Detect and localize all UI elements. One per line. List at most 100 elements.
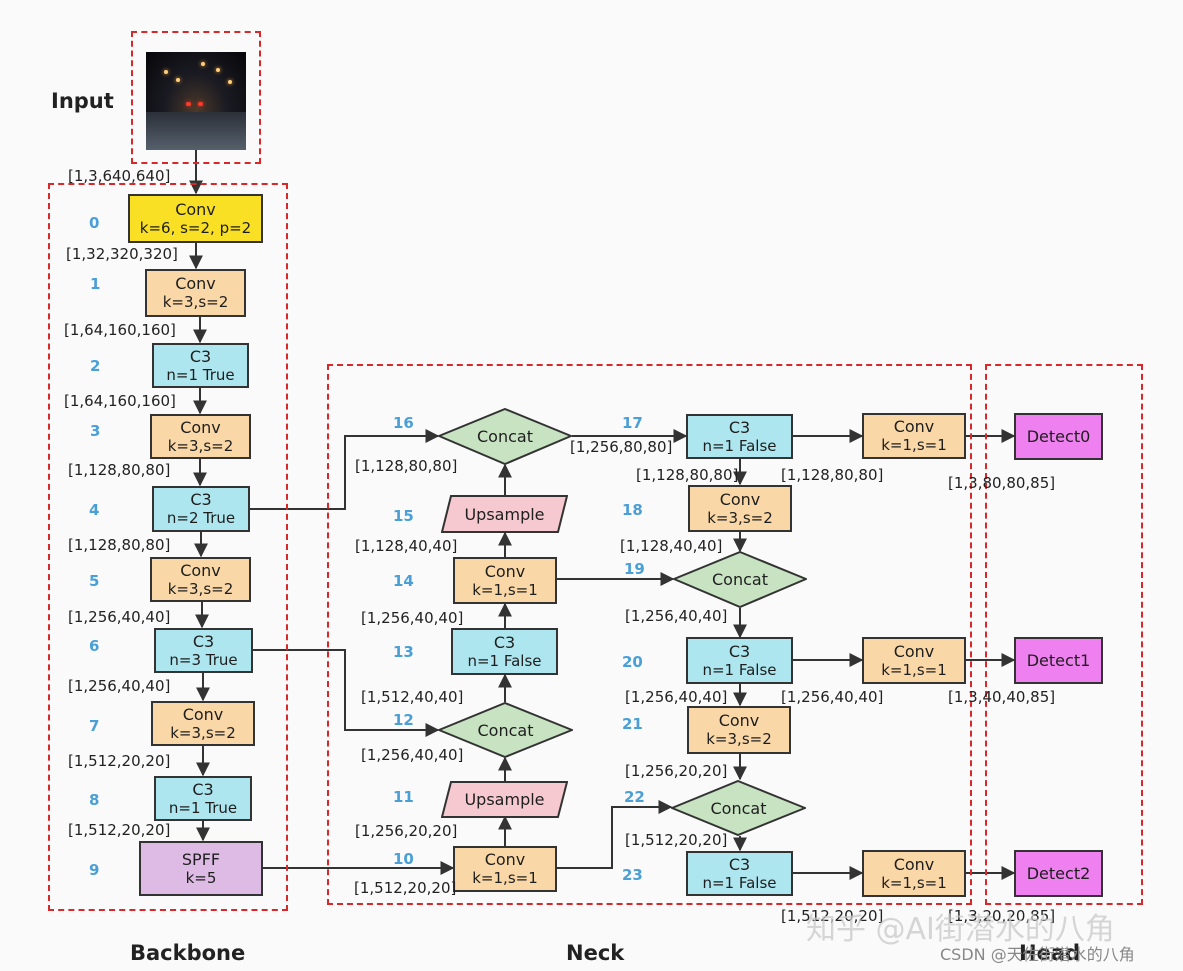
- input-region: [131, 31, 261, 164]
- index-6: 6: [89, 637, 100, 655]
- detect1-title: Detect1: [1026, 651, 1091, 670]
- dim-n21: [1,256,20,20]: [625, 762, 728, 780]
- concat-block-12-shape: [438, 702, 573, 758]
- concat-block-16-shape: [438, 408, 572, 465]
- index-20: 20: [622, 653, 643, 671]
- concat-block-12: Concat: [438, 702, 573, 758]
- index-2: 2: [90, 357, 101, 375]
- index-18: 18: [622, 501, 643, 519]
- dim-input: [1,3,640,640]: [68, 167, 171, 185]
- conv-block-0-title: Conv: [175, 199, 216, 219]
- dim-d1: [1,3,40,40,85]: [948, 688, 1056, 706]
- conv-block-5-params: k=3,s=2: [167, 579, 234, 598]
- conv-block-18: Conv k=3,s=2: [688, 485, 792, 532]
- arrow-10-22: [557, 800, 673, 869]
- index-4: 4: [89, 501, 100, 519]
- c3-block-13: C3 n=1 False: [451, 628, 558, 675]
- conv-block-21: Conv k=3,s=2: [687, 706, 791, 754]
- input-image: [146, 52, 246, 150]
- c3-block-17-title: C3: [728, 417, 751, 437]
- detect0-block: Detect0: [1014, 413, 1103, 460]
- input-title: Input: [51, 89, 114, 113]
- conv-block-5: Conv k=3,s=2: [150, 557, 251, 602]
- dim-h1: [1,256,40,40]: [781, 688, 884, 706]
- zhihu-watermark: 知乎 @AI街潜水的八角: [806, 912, 1115, 947]
- dim-n19: [1,256,40,40]: [625, 607, 728, 625]
- conv-block-7: Conv k=3,s=2: [151, 701, 255, 746]
- conv-block-10-params: k=1,s=1: [472, 869, 538, 887]
- head-conv-0-params: k=1,s=1: [881, 436, 947, 454]
- dim-h2: [1,512,20,20]: [781, 907, 884, 925]
- csdn-watermark: CSDN @天佐街潜水的八角: [940, 945, 1135, 964]
- dim-n15: [1,128,40,40]: [355, 537, 458, 555]
- neck-title: Neck: [566, 941, 625, 965]
- conv-block-10-title: Conv: [484, 850, 526, 869]
- conv-block-14-title: Conv: [484, 561, 526, 581]
- c3-block-8: C3 n=1 True: [154, 776, 252, 821]
- c3-block-17: C3 n=1 False: [686, 414, 793, 459]
- concat-block-22-shape: [671, 780, 806, 836]
- dim-b1: [1,64,160,160]: [64, 321, 176, 339]
- spff-block-9: SPFF k=5: [139, 841, 263, 896]
- upsample-block-15: Upsample: [441, 495, 568, 533]
- conv-block-0-params: k=6, s=2, p=2: [139, 218, 252, 237]
- head-conv-2: Conv k=1,s=1: [862, 850, 966, 897]
- dim-n20: [1,256,40,40]: [625, 688, 728, 706]
- c3-block-17-params: n=1 False: [702, 436, 777, 455]
- index-9: 9: [89, 861, 100, 879]
- dim-b6: [1,256,40,40]: [68, 677, 171, 695]
- c3-block-23: C3 n=1 False: [686, 851, 793, 896]
- conv-block-10: Conv k=1,s=1: [453, 846, 557, 892]
- concat-block-16: Concat: [438, 408, 572, 465]
- concat-block-22-title: Concat: [710, 798, 767, 818]
- spff-block-9-params: k=5: [185, 868, 217, 887]
- dim-n10: [1,512,20,20]: [354, 879, 457, 897]
- dim-b3: [1,128,80,80]: [68, 461, 171, 479]
- conv-block-7-title: Conv: [182, 704, 224, 724]
- dim-n16: [1,128,80,80]: [355, 457, 458, 475]
- conv-block-1-title: Conv: [175, 274, 216, 293]
- c3-block-13-title: C3: [493, 632, 516, 652]
- neck-region: [327, 364, 972, 905]
- concat-block-19: Concat: [673, 551, 807, 608]
- c3-block-4: C3 n=2 True: [152, 486, 250, 532]
- index-23: 23: [622, 866, 643, 884]
- dim-b0: [1,32,320,320]: [66, 245, 178, 263]
- index-14: 14: [393, 572, 414, 590]
- c3-block-23-params: n=1 False: [702, 873, 777, 892]
- index-11: 11: [393, 788, 414, 806]
- upsample-block-11-title: Upsample: [464, 790, 545, 809]
- c3-block-20-title: C3: [728, 641, 751, 661]
- arrow-6-12: [253, 649, 440, 737]
- dim-d2: [1,3,20,20,85]: [948, 907, 1056, 925]
- conv-block-5-title: Conv: [180, 560, 221, 580]
- upsample-block-15-shape: [441, 495, 568, 533]
- head-conv-0: Conv k=1,s=1: [862, 413, 966, 459]
- c3-block-6-params: n=3 True: [169, 650, 238, 669]
- head-conv-1-title: Conv: [893, 641, 935, 661]
- head-region: [985, 364, 1143, 905]
- dim-b5: [1,256,40,40]: [68, 608, 171, 626]
- c3-block-8-params: n=1 True: [168, 798, 238, 817]
- conv-block-18-params: k=3,s=2: [707, 508, 773, 527]
- conv-block-14-params: k=1,s=1: [472, 580, 538, 599]
- index-16: 16: [393, 414, 414, 432]
- backbone-region: [48, 183, 288, 911]
- backbone-title: Backbone: [130, 941, 246, 965]
- conv-block-1: Conv k=3,s=2: [145, 269, 246, 317]
- dim-b2: [1,64,160,160]: [64, 392, 176, 410]
- head-conv-2-params: k=1,s=1: [881, 873, 947, 892]
- conv-block-3-title: Conv: [180, 417, 221, 437]
- c3-block-2-params: n=1 True: [166, 365, 235, 384]
- head-conv-2-title: Conv: [893, 854, 935, 874]
- conv-block-1-params: k=3,s=2: [162, 293, 229, 311]
- conv-block-21-params: k=3,s=2: [706, 730, 772, 748]
- head-conv-0-title: Conv: [893, 417, 935, 436]
- c3-block-4-title: C3: [190, 490, 212, 509]
- upsample-block-11: Upsample: [441, 781, 568, 818]
- c3-block-2: C3 n=1 True: [152, 343, 249, 388]
- dim-n12b: [1,512,40,40]: [361, 688, 464, 706]
- concat-block-22: Concat: [671, 780, 806, 836]
- dim-b7: [1,512,20,20]: [68, 752, 171, 770]
